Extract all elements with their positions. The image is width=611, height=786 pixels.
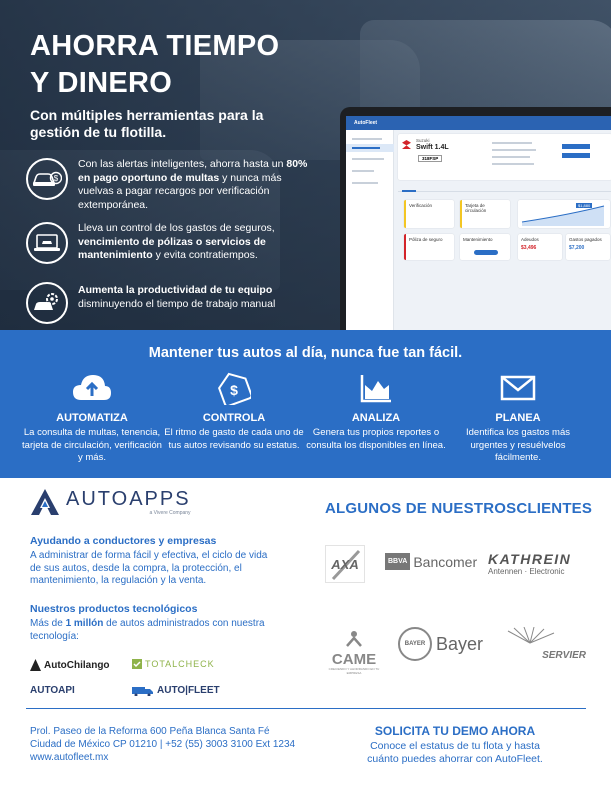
client-bayer-logo: Bayer [436,634,484,654]
client-bbva-logo: BBVA Bancomer [385,553,477,570]
benefit-desc: La consulta de multas, tenencia, tarjeta… [22,427,162,463]
cta-title[interactable]: SOLICITA TU DEMO AHORA [374,724,536,738]
app-name: AutoFleet [354,120,378,126]
chart-tooltip: $1,880 [576,203,593,208]
website-link[interactable]: www.autofleet.mx [30,752,109,763]
benefits-band [0,330,611,478]
benefit-label: AUTOMATIZA [56,412,128,424]
feature-text: Con las alertas inteligentes, ahorra has… [78,158,308,211]
benefit-automatiza: AUTOMATIZA La consulta de multas, tenenc… [22,372,162,465]
hero-title: AHORRA TIEMPO Y DINERO [30,28,279,102]
benefit-analiza: ANALIZA Genera tus propios reportes o co… [306,372,446,452]
benefit-desc: El ritmo de gasto de cada uno de tus aut… [164,427,304,451]
laptop-car-icon [26,222,68,264]
company-heading: Ayudando a conductores y empresas [30,535,217,547]
card-fines: Adeudos $3,496 [518,234,562,260]
benefit-label: CONTROLA [202,412,266,424]
card-circulation: Tarjeta de circulación [460,200,510,228]
feature-expenses: Lleva un control de los gastos de seguro… [26,222,314,264]
autochilango-icon [30,659,41,671]
svg-text:$: $ [54,174,59,183]
car-brand: Suzuki [416,138,430,143]
app-tabs [398,184,611,192]
area-chart-icon [306,372,446,404]
came-figure-icon [346,631,362,647]
product-autofleet: AUTO|FLEET [132,685,220,696]
card-expenses: Gastos pagados $7,200 [566,234,610,260]
products-heading: Nuestros productos tecnológicos [30,603,198,615]
card-insurance: Póliza de seguro [404,234,454,260]
servier-sun-icon [507,626,555,644]
logo-tagline: a Vivere Company [149,509,191,516]
car-summary-card: Suzuki Swift 1.4L 318FSP [398,134,611,180]
hero-subtitle: Con múltiples herramientas para la gesti… [30,107,264,140]
address-contact: Ciudad de México CP 01210 | +52 (55) 300… [30,739,296,750]
band-title: Mantener tus autos al día, nunca fue tan… [148,345,463,361]
company-description: A administrar de forma fácil y efectiva,… [30,550,268,586]
axa-mark-icon [331,549,361,581]
footer-address: Prol. Paseo de la Reforma 600 Peña Blanc… [30,725,295,764]
hero-title-line: Y DINERO [30,67,173,99]
feature-text: Aumenta la productividad de tu equipo di… [78,284,276,310]
car-model: Swift 1.4L [416,144,449,151]
feature-alerts: $ Con las alertas inteligentes, ahorra h… [26,158,314,212]
laptop-mockup: AutoFleet Suzuki Swift 1.4L 318FSP [310,107,611,359]
app-sidebar [346,130,394,336]
car-money-icon: $ [26,158,68,200]
benefit-desc: Identifica los gastos más urgentes y res… [465,427,571,463]
chart-card: $1,880 [518,200,610,228]
client-axa-logo: AXA [325,545,365,583]
car-gear-icon [26,282,68,324]
benefit-planea: PLANEA Identifica los gastos más urgente… [448,372,588,465]
client-came-logo: CAME CRECIENDO Y AHORRANDO EN TU EMPRESA [325,630,383,675]
card-maintenance: Mantenimiento [460,234,510,260]
truck-icon [132,686,153,696]
app-screenshot: AutoFleet Suzuki Swift 1.4L 318FSP [346,116,611,336]
cloud-upload-icon [22,372,162,404]
autoapps-mark-icon [31,489,59,515]
money-tag-icon: $ [164,372,304,405]
client-bayer-seal: BAYER [398,627,432,661]
app-topbar: AutoFleet [346,116,611,130]
card-verification: Verificación [404,200,454,228]
benefit-controla: $ CONTROLA El ritmo de gasto de cada uno… [164,372,304,452]
products-description: Más de 1 millón de autos administrados c… [30,618,265,642]
benefit-desc: Genera tus propios reportes o consulta l… [306,427,446,451]
client-servier-logo: SERVIER [500,626,586,661]
footer-divider [26,708,586,709]
totalcheck-icon [132,659,142,669]
hero-title-line: AHORRA TIEMPO [30,30,280,62]
feature-text: Lleva un control de los gastos de seguro… [78,222,275,261]
logo-wordmark: AUTOAPPS [66,487,191,510]
product-autochilango: AutoChilango [30,659,110,671]
benefit-label: ANALIZA [351,412,401,424]
clients-title: ALGUNOS DE NUESTROSCLIENTES [325,500,593,517]
address-line: Prol. Paseo de la Reforma 600 Peña Blanc… [30,726,270,737]
product-totalcheck: TOTALCHECK [132,659,215,669]
product-autoapi: AUTOAPI [30,685,75,696]
plate-badge: 318FSP [418,155,443,162]
app-main: Suzuki Swift 1.4L 318FSP Verificación Ta… [398,134,611,332]
envelope-icon [448,372,588,404]
client-kathrein-logo: KATHREIN Antennen · Electronic [488,551,572,576]
svg-text:$: $ [230,382,238,398]
benefit-label: PLANEA [495,412,541,424]
cta-text: Conoce el estatus de tu flota y hasta cu… [367,740,543,765]
feature-productivity: Aumenta la productividad de tu equipo di… [26,282,314,324]
hero-section [0,0,611,330]
autoapps-logo: AUTOAPPS a Vivere Company [30,488,191,516]
